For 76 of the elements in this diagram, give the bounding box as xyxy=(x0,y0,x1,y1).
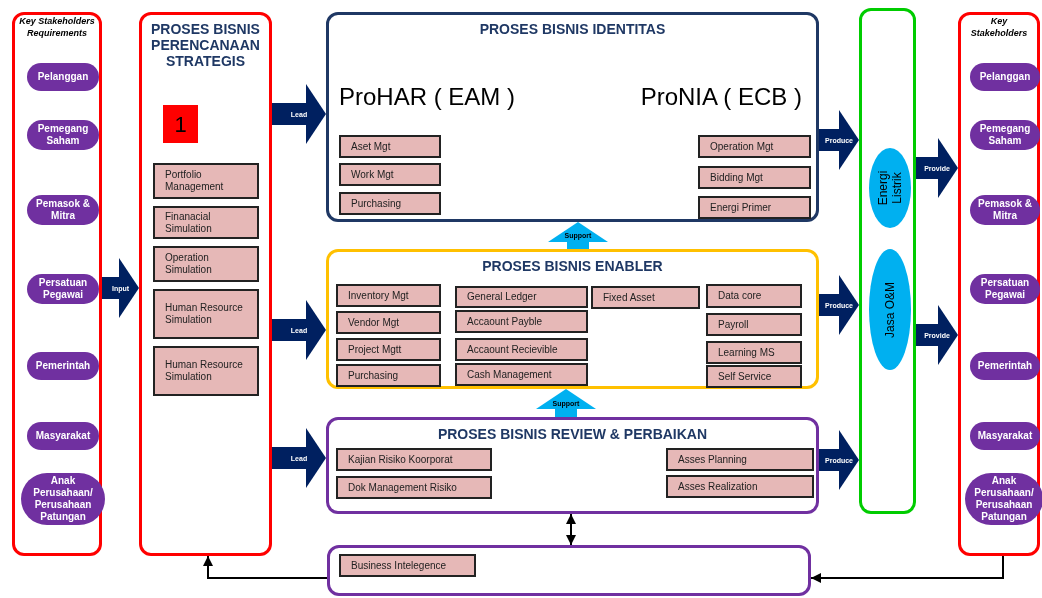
process-panel xyxy=(139,12,272,556)
process-box: Human Resource Simulation xyxy=(153,289,259,339)
process-box: Bidding Mgt xyxy=(698,166,811,189)
stakeholder-pill: Pelanggan xyxy=(970,63,1040,91)
process-box: Kajian Risiko Koorporat xyxy=(336,448,492,471)
panel-title: Key Stakeholders xyxy=(969,15,1029,39)
process-box: Aset Mgt xyxy=(339,135,441,158)
process-box: Dok Management Risiko xyxy=(336,476,492,499)
panel-title: PROSES BISNIS REVIEW & PERBAIKAN xyxy=(436,426,709,442)
connector-arrow xyxy=(203,555,328,579)
process-box: Inventory Mgt xyxy=(336,284,441,307)
process-box: Human Resource Simulation xyxy=(153,346,259,396)
process-box: Accaount Payble xyxy=(455,310,588,333)
block-arrow xyxy=(548,222,608,249)
process-box: Asses Planning xyxy=(666,448,814,471)
panel-title: Key Stakeholders Requirements xyxy=(18,15,96,39)
output-label: Jasa O&M xyxy=(883,280,897,340)
block-arrow xyxy=(819,275,859,335)
block-arrow xyxy=(272,300,326,360)
process-box: Purchasing xyxy=(336,364,441,387)
step-number: 1 xyxy=(163,105,198,143)
block-arrow xyxy=(916,138,958,198)
process-box: Energi Primer xyxy=(698,196,811,219)
stakeholder-pill: Persatuan Pegawai xyxy=(970,274,1040,304)
block-arrow xyxy=(102,258,139,318)
output-panel xyxy=(859,8,916,514)
stakeholder-pill: Pemasok & Mitra xyxy=(27,195,99,225)
process-box: Finanacial Simulation xyxy=(153,206,259,239)
process-box: Accaount Recievible xyxy=(455,338,588,361)
process-box: Portfolio Management xyxy=(153,163,259,199)
process-box: Learning MS xyxy=(706,341,802,364)
process-box: Project Mgtt xyxy=(336,338,441,361)
stakeholder-pill: Pemerintah xyxy=(27,352,99,380)
stakeholder-pill: Masyarakat xyxy=(27,422,99,450)
process-box: Vendor Mgt xyxy=(336,311,441,334)
system-label: ProHAR ( EAM ) xyxy=(339,83,515,111)
process-box: General Ledger xyxy=(455,286,588,308)
block-arrow xyxy=(916,305,958,365)
process-box: Data core xyxy=(706,284,802,308)
process-box: Operation Simulation xyxy=(153,246,259,282)
process-box: Operation Mgt xyxy=(698,135,811,158)
stakeholder-panel xyxy=(12,12,102,556)
process-box: Self Service xyxy=(706,365,802,388)
block-arrow xyxy=(819,110,859,170)
process-box: Work Mgt xyxy=(339,163,441,186)
panel-title: PROSES BISNIS PERENCANAAN STRATEGIS xyxy=(150,21,261,69)
stakeholder-pill: Pemerintah xyxy=(970,352,1040,380)
stakeholder-pill: Pemegang Saham xyxy=(27,120,99,150)
stakeholder-panel xyxy=(958,12,1040,556)
process-box: Payroll xyxy=(706,313,802,336)
process-box: Purchasing xyxy=(339,192,441,215)
connector-arrow xyxy=(566,513,576,546)
stakeholder-pill: Anak Perusahaan/ Perusahaan Patungan xyxy=(965,473,1042,525)
process-panel xyxy=(326,417,819,514)
process-panel xyxy=(326,12,819,222)
process-box: Asses Realization xyxy=(666,475,814,498)
stakeholder-pill: Masyarakat xyxy=(970,422,1040,450)
block-arrow xyxy=(536,389,596,417)
stakeholder-pill: Anak Perusahaan/ Perusahaan Patungan xyxy=(21,473,105,525)
process-box: Business Intelegence xyxy=(339,554,476,577)
output-panel xyxy=(327,545,811,596)
stakeholder-pill: Pemasok & Mitra xyxy=(970,195,1040,225)
block-arrow xyxy=(272,84,326,144)
stakeholder-pill: Persatuan Pegawai xyxy=(27,274,99,304)
block-arrow xyxy=(819,430,859,490)
stakeholder-pill: Pemegang Saham xyxy=(970,120,1040,150)
process-box: Fixed Asset xyxy=(591,286,700,309)
connector-arrow xyxy=(810,555,1004,583)
process-panel xyxy=(326,249,819,389)
panel-title: PROSES BISNIS IDENTITAS xyxy=(478,21,667,37)
process-box: Cash Management xyxy=(455,363,588,386)
stakeholder-pill: Pelanggan xyxy=(27,63,99,91)
block-arrow xyxy=(272,428,326,488)
system-label: ProNIA ( ECB ) xyxy=(640,83,802,111)
output-label: Energi Listrik xyxy=(876,169,904,208)
panel-title: PROSES BISNIS ENABLER xyxy=(481,258,664,274)
